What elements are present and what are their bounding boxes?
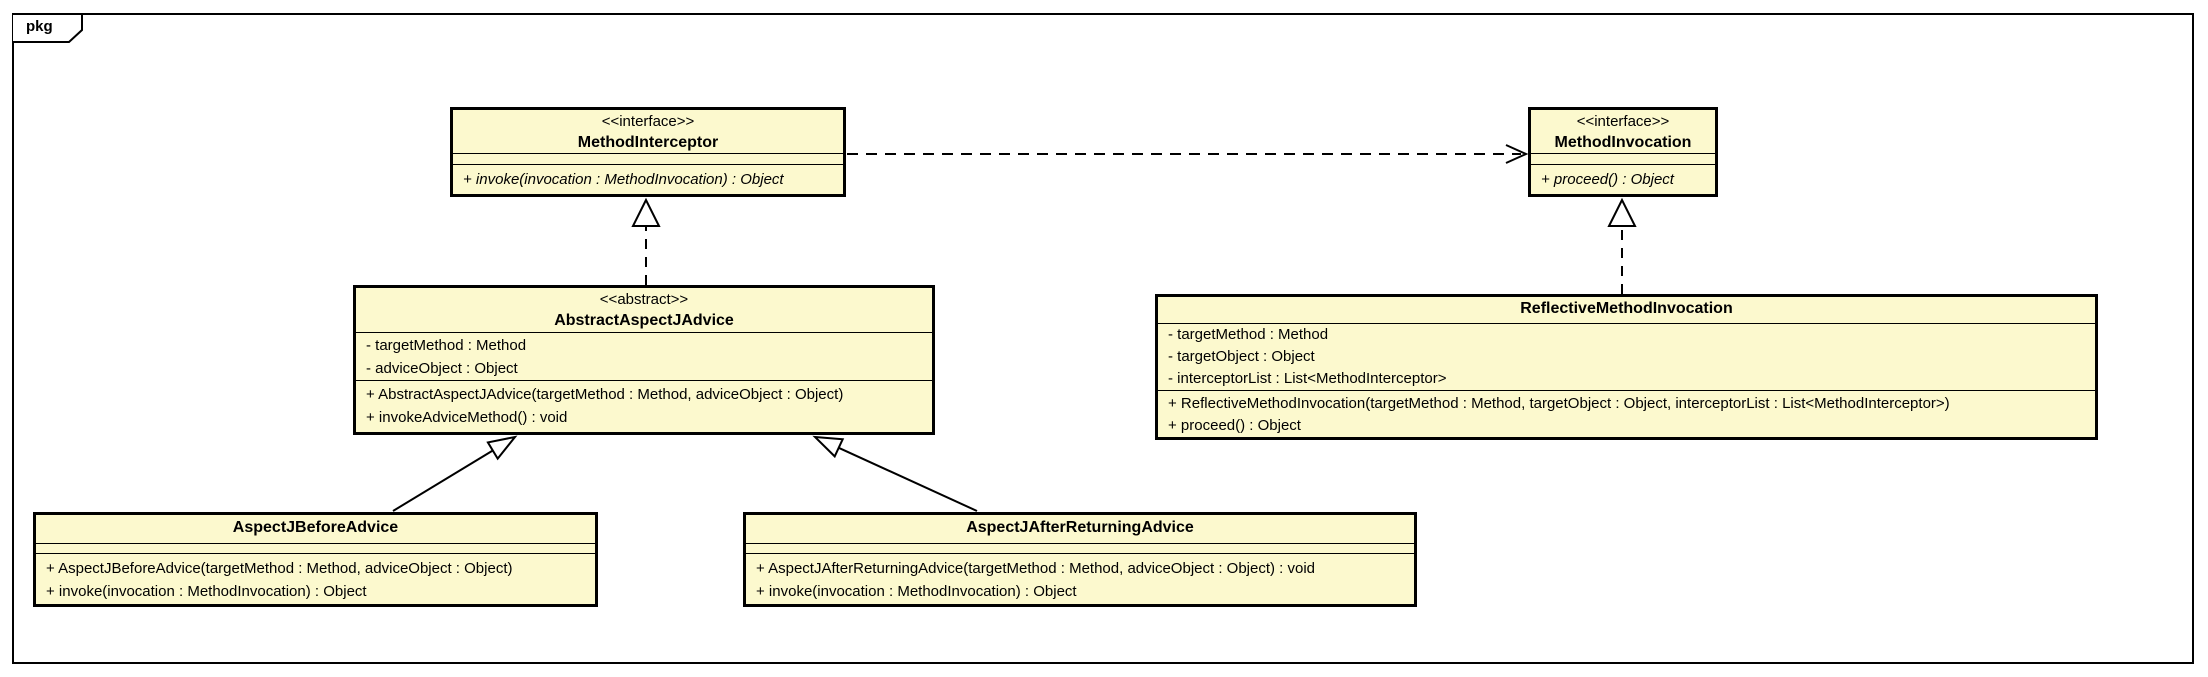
class-header: AspectJAfterReturningAdvice [746, 515, 1414, 544]
operation-row: + proceed() : Object [1541, 171, 1674, 188]
package-tab [13, 13, 83, 43]
realization-edge-abstractaspectjadvice-to-methodinterceptor [631, 197, 661, 285]
operation-row: + invoke(invocation : MethodInvocation) … [46, 583, 367, 600]
class-header: AspectJBeforeAdvice [36, 515, 595, 544]
operation-row: + invoke(invocation : MethodInvocation) … [756, 583, 1077, 600]
class-name: ReflectiveMethodInvocation [1520, 300, 1733, 317]
attributes-compartment [453, 154, 843, 165]
package-frame [12, 13, 2194, 664]
class-box-methodinterceptor: <<interface>> MethodInterceptor + invoke… [450, 107, 846, 197]
operation-row: + AbstractAspectJAdvice(targetMethod : M… [366, 386, 844, 403]
operation-row: + proceed() : Object [1168, 417, 1301, 434]
attribute-row: - targetMethod : Method [1168, 326, 1329, 343]
operations-compartment: + AspectJAfterReturningAdvice(targetMeth… [746, 554, 1414, 604]
operation-row: + AspectJBeforeAdvice(targetMethod : Met… [46, 560, 513, 577]
class-stereotype: <<abstract>> [599, 291, 689, 308]
attributes-compartment: - targetMethod : Method - targetObject :… [1158, 324, 2095, 391]
class-name: AspectJAfterReturningAdvice [966, 519, 1194, 536]
attributes-compartment [1531, 154, 1715, 165]
realization-edge-reflectivemethodinvocation-to-methodinvocation [1607, 197, 1637, 294]
hollow-triangle-icon [1607, 197, 1637, 227]
class-name: MethodInvocation [1554, 134, 1692, 151]
class-box-aspectjbeforeadvice: AspectJBeforeAdvice + AspectJBeforeAdvic… [33, 512, 598, 607]
attribute-row: - targetObject : Object [1168, 348, 1315, 365]
attributes-compartment [36, 544, 595, 554]
class-stereotype: <<interface>> [601, 113, 695, 130]
class-stereotype: <<interface>> [1576, 113, 1670, 130]
hollow-triangle-icon [812, 435, 845, 459]
operations-compartment: + invoke(invocation : MethodInvocation) … [453, 165, 843, 194]
dependency-edge-methodinterceptor-to-methodinvocation [847, 144, 1529, 164]
attributes-compartment [746, 544, 1414, 554]
class-header: <<abstract>> AbstractAspectJAdvice [356, 288, 932, 333]
attribute-row: - adviceObject : Object [366, 360, 518, 377]
class-header: <<interface>> MethodInterceptor [453, 110, 843, 154]
hollow-triangle-icon [486, 435, 518, 461]
attribute-row: - targetMethod : Method [366, 337, 527, 354]
class-box-reflectivemethodinvocation: ReflectiveMethodInvocation - targetMetho… [1155, 294, 2098, 440]
operation-row: + ReflectiveMethodInvocation(targetMetho… [1168, 395, 1950, 412]
class-name: AbstractAspectJAdvice [554, 312, 734, 329]
operations-compartment: + ReflectiveMethodInvocation(targetMetho… [1158, 391, 2095, 437]
class-box-abstractaspectjadvice: <<abstract>> AbstractAspectJAdvice - tar… [353, 285, 935, 435]
generalization-edge-aspectjafterreturningadvice-to-abstractaspectjadvice [812, 435, 978, 512]
operation-row: + invoke(invocation : MethodInvocation) … [463, 171, 784, 188]
class-name: AspectJBeforeAdvice [232, 519, 399, 536]
class-header: ReflectiveMethodInvocation [1158, 297, 2095, 324]
class-header: <<interface>> MethodInvocation [1531, 110, 1715, 154]
attribute-row: - interceptorList : List<MethodIntercept… [1168, 370, 1447, 387]
attributes-compartment: - targetMethod : Method - adviceObject :… [356, 333, 932, 381]
operations-compartment: + AbstractAspectJAdvice(targetMethod : M… [356, 381, 932, 432]
operations-compartment: + AspectJBeforeAdvice(targetMethod : Met… [36, 554, 595, 604]
operation-row: + AspectJAfterReturningAdvice(targetMeth… [756, 560, 1316, 577]
class-box-methodinvocation: <<interface>> MethodInvocation + proceed… [1528, 107, 1718, 197]
operations-compartment: + proceed() : Object [1531, 165, 1715, 194]
open-arrowhead-icon [1505, 144, 1529, 164]
package-frame-label: pkg [26, 18, 53, 35]
generalization-edge-aspectjbeforeadvice-to-abstractaspectjadvice [392, 435, 518, 512]
class-box-aspectjafterreturningadvice: AspectJAfterReturningAdvice + AspectJAft… [743, 512, 1417, 607]
class-name: MethodInterceptor [577, 134, 719, 151]
operation-row: + invokeAdviceMethod() : void [366, 409, 568, 426]
hollow-triangle-icon [631, 197, 661, 227]
